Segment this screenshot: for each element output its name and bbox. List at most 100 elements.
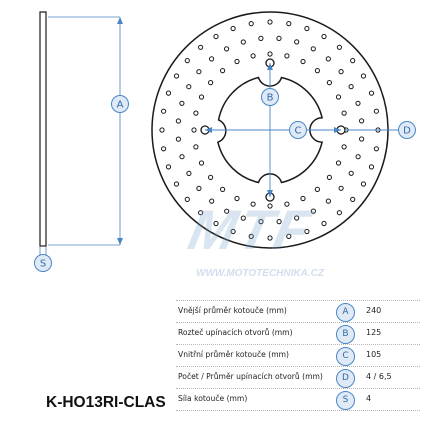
vent-hole (286, 233, 292, 239)
vent-hole (294, 39, 300, 45)
spec-row-outer-diameter: Vnější průměr kotouče (mm) A 240 (176, 303, 420, 323)
table-divider (176, 388, 420, 389)
vent-hole (161, 146, 167, 152)
badge-a-text: A (117, 100, 124, 111)
badge-s: S (34, 254, 52, 272)
vent-hole (326, 174, 332, 180)
vent-hole (258, 35, 264, 42)
vent-hole (310, 208, 316, 214)
badge-c: C (289, 121, 307, 139)
vent-hole (304, 25, 310, 32)
c-arrow-right (334, 127, 341, 133)
vent-hole (165, 164, 172, 170)
vent-hole (341, 110, 347, 116)
table-divider (176, 300, 420, 301)
vent-hole (284, 201, 290, 207)
vent-hole (284, 53, 290, 59)
badge-b-text: B (267, 93, 274, 104)
vent-hole (359, 136, 365, 142)
spec-row-inner-diameter: Vnitřní průměr kotouče (mm) C 105 (176, 347, 420, 367)
spec-label: Síla kotouče (mm) (178, 394, 248, 403)
vent-hole (267, 235, 273, 241)
vent-hole (373, 108, 379, 114)
disc-side-view (39, 11, 47, 247)
product-code: K-HO13RI-CLAS (46, 394, 166, 411)
vent-hole (355, 100, 361, 106)
vent-hole (230, 25, 236, 32)
vent-hole (159, 127, 165, 133)
vent-hole (350, 196, 356, 202)
vent-hole (184, 196, 190, 202)
vent-hole (348, 84, 354, 90)
vent-hole (213, 220, 219, 227)
spec-row-pitch-circle: Rozteč upínacích otvorů (mm) B 125 (176, 325, 420, 345)
vent-hole (224, 208, 230, 214)
vent-hole (326, 80, 332, 86)
spec-badge: B (336, 325, 355, 344)
spec-value: 105 (366, 350, 382, 359)
spec-value: 4 (366, 394, 372, 403)
vent-hole (258, 219, 264, 225)
table-divider (176, 344, 420, 345)
vent-hole (368, 164, 375, 170)
vent-hole (240, 39, 246, 45)
spec-label: Vnější průměr kotouče (mm) (178, 306, 287, 315)
vent-hole (248, 21, 254, 27)
vent-hole (198, 94, 205, 100)
vent-hole (198, 160, 205, 166)
vent-hole (240, 215, 246, 221)
vent-hole (191, 127, 197, 133)
badge-s-text: S (40, 259, 46, 270)
vent-hole (341, 144, 347, 150)
spec-badge: D (336, 369, 355, 388)
table-divider (176, 322, 420, 323)
vent-hole (338, 185, 344, 191)
vent-hole (304, 228, 310, 235)
vent-hole (300, 58, 306, 65)
vent-hole (276, 219, 282, 225)
vent-hole (359, 118, 365, 124)
vent-hole (179, 100, 185, 106)
vent-hole (193, 144, 199, 150)
vent-hole (336, 44, 342, 50)
vent-hole (310, 46, 316, 52)
b-arrow-top (267, 63, 273, 70)
vent-hole (209, 198, 215, 204)
spec-label: Počet / Průměr upínacích otvorů (mm) (178, 372, 323, 381)
vent-hole (209, 56, 215, 62)
vent-hole (355, 154, 361, 160)
vent-hole (267, 203, 273, 209)
spec-row-mounting-holes: Počet / Průměr upínacích otvorů (mm) D 4… (176, 369, 420, 389)
vent-hole (186, 84, 192, 90)
spec-label: Rozteč upínacích otvorů (mm) (178, 328, 293, 337)
b-arrow-bottom (267, 190, 273, 197)
table-divider (176, 410, 420, 411)
vent-hole (250, 53, 256, 59)
vent-hole (373, 146, 379, 152)
a-arrow-top (117, 17, 123, 24)
brake-disc-drawing: A B C D S (34, 11, 416, 272)
vent-hole (230, 228, 236, 235)
vent-hole (335, 94, 342, 100)
watermark-url: WWW.MOTOTECHNIKA.CZ (196, 268, 324, 279)
vent-hole (348, 170, 354, 176)
vent-hole (321, 220, 327, 227)
vent-hole (161, 108, 167, 114)
spec-label: Vnitřní průměr kotouče (mm) (178, 350, 289, 359)
vent-hole (286, 21, 292, 27)
vent-hole (267, 19, 273, 25)
badge-b: B (261, 88, 279, 106)
spec-badge: A (336, 303, 355, 322)
vent-hole (224, 46, 230, 52)
vent-hole (234, 58, 240, 65)
badge-c-text: C (295, 126, 302, 137)
vent-hole (186, 170, 192, 176)
vent-hole (198, 210, 204, 216)
vent-hole (267, 51, 273, 57)
vent-hole (338, 69, 344, 75)
vent-hole (208, 174, 214, 180)
badge-d-text: D (403, 126, 411, 137)
vent-hole (220, 68, 226, 74)
vent-hole (335, 160, 342, 166)
watermark-logo: MTF (183, 198, 318, 261)
